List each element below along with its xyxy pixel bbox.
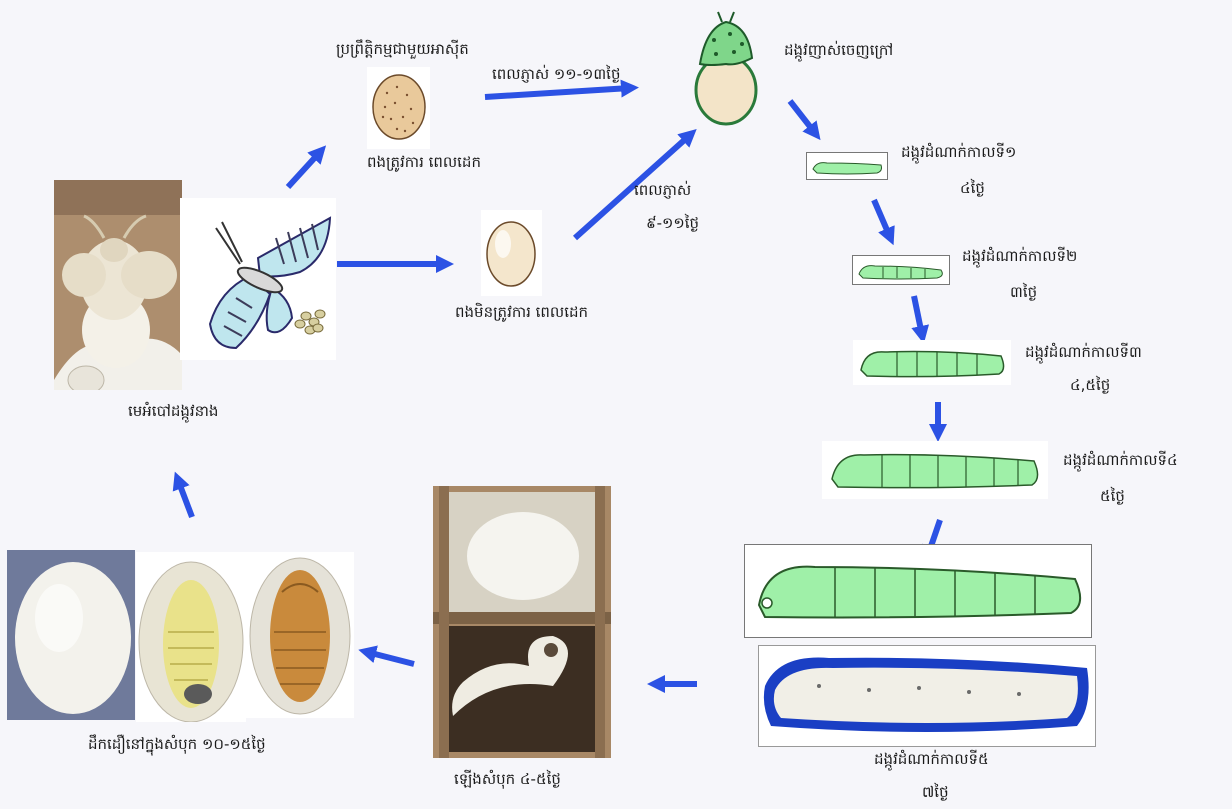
hibernating-egg-label: ប្រព្រឹត្តិកម្មជាមួយអាស៊ីត xyxy=(336,39,469,59)
instar5-photo xyxy=(758,645,1096,747)
instar2-image xyxy=(852,255,950,285)
instar3-image xyxy=(853,340,1011,385)
hatch-time-mid-label-1: ពេលភ្ញាស់ xyxy=(634,180,691,200)
non-hibernating-egg-caption: ពងមិនត្រូវការ ពេលដេក xyxy=(455,302,588,322)
instar1-label-1: ដង្កូវដំណាក់កាលទី១ xyxy=(901,142,1016,162)
hatch-time-top-label: ពេលភ្ញាស់ ១១-១៣ថ្ងៃ xyxy=(492,64,620,84)
instar4-image xyxy=(822,441,1048,499)
spinning-cocoon-photo xyxy=(433,486,611,758)
moth-illustration xyxy=(180,198,336,360)
instar5-label-1: ដង្កូវដំណាក់កាលទី៥ xyxy=(874,749,989,769)
cocoon-photo xyxy=(7,550,135,720)
arrow-instar2-to-instar3 xyxy=(914,296,922,335)
instar2-label-2: ៣ថ្ងៃ xyxy=(1010,282,1037,302)
hibernating-egg-image xyxy=(367,67,430,149)
pupa-photo xyxy=(246,552,354,718)
instar1-image xyxy=(806,152,888,180)
arrow-egg1-to-hatch xyxy=(485,88,630,97)
instar4-label-1: ដង្កូវដំណាក់កាលទី៤ xyxy=(1063,450,1178,470)
hatch-time-mid-label-2: ៩-១១ថ្ងៃ xyxy=(646,213,699,233)
arrow-cocoon-to-pupa xyxy=(367,652,414,664)
hatching-larva-image xyxy=(686,8,768,128)
hatching-larva-label: ដង្កូវញាស់ចេញក្រៅ xyxy=(784,40,893,60)
instar5-label-2: ៧ថ្ងៃ xyxy=(922,782,949,802)
instar2-label-1: ដង្កូវដំណាក់កាលទី២ xyxy=(962,246,1077,266)
arrow-pupa-to-moth xyxy=(178,480,192,517)
moth-photo xyxy=(54,180,182,390)
arrow-hatch-to-instar1 xyxy=(790,101,815,133)
hibernating-egg-caption: ពងត្រូវការ ពេលដេក xyxy=(367,152,481,172)
arrow-moth-to-egg1 xyxy=(288,152,320,187)
moth-label: មេអំបៅដង្កូវនាង xyxy=(128,401,218,421)
instar3-label-1: ដង្កូវដំណាក់កាលទី៣ xyxy=(1025,342,1142,362)
non-hibernating-egg-image xyxy=(481,210,542,296)
pupa-in-cocoon-photo xyxy=(136,552,246,722)
arrow-instar1-to-instar2 xyxy=(874,200,890,237)
pupa-label: ដឹកដឿនៅក្នុងសំបុក ១០-១៥ថ្ងៃ xyxy=(88,734,266,754)
spinning-label: ឡើងសំបុក ៤-៥ថ្ងៃ xyxy=(454,769,561,789)
instar1-label-2: ៤ថ្ងៃ xyxy=(960,178,985,198)
instar5-green-image xyxy=(744,544,1092,638)
instar4-label-2: ៥ថ្ងៃ xyxy=(1100,486,1125,506)
instar3-label-2: ៤,៥ថ្ងៃ xyxy=(1070,375,1110,395)
